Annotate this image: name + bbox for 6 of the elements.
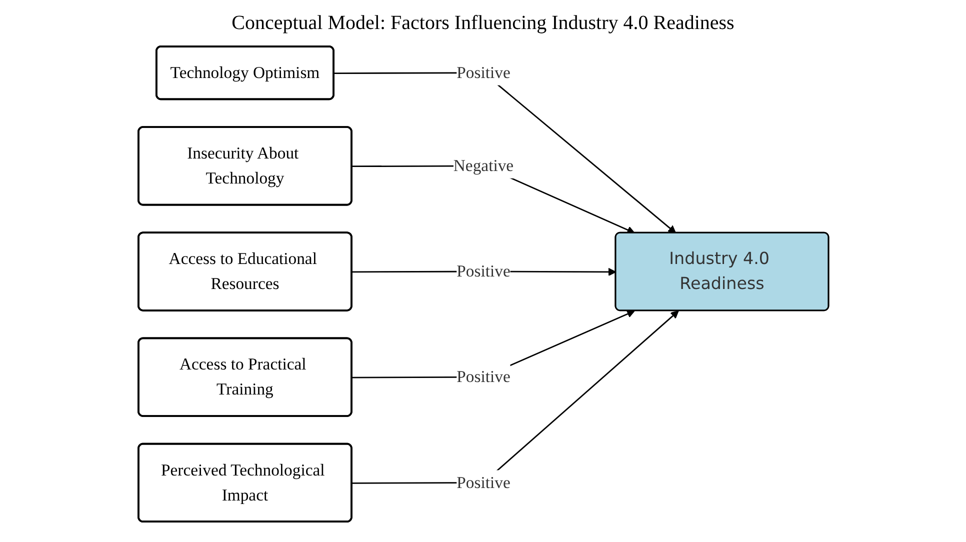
diagram-title: Conceptual Model: Factors Influencing Industry 4.0 Readiness [230,12,736,35]
edge-label: Negative [452,156,514,175]
edge-label: Positive [456,63,510,82]
edge-label: Positive [456,367,510,386]
edge-label: Positive [456,262,510,280]
edge-label: Positive [456,472,510,492]
